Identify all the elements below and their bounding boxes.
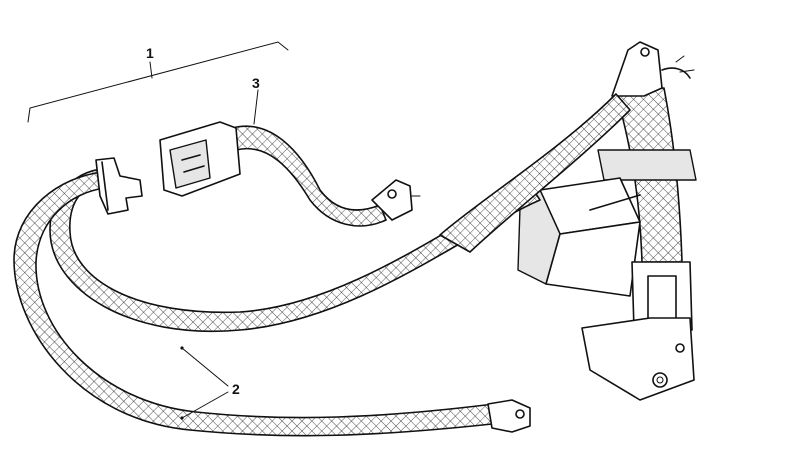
retractor-unit [517,149,697,297]
retractor-guide [581,261,695,401]
lap-belt-lower [13,171,495,437]
buckle-housing [159,121,241,197]
top-anchor-plate [611,41,695,97]
diagonal-belt-webbing [439,93,631,253]
buckle-anchor-bracket [371,179,421,221]
callout-2-label: 2 [232,381,240,397]
callout-3-label: 3 [252,75,260,91]
callout-1-bracket [27,41,289,123]
leader-lines [180,89,259,420]
latch-tongue [95,157,143,215]
buckle-strap [231,125,387,227]
callout-1-label: 1 [146,45,154,61]
lower-anchor-plate [487,399,531,433]
